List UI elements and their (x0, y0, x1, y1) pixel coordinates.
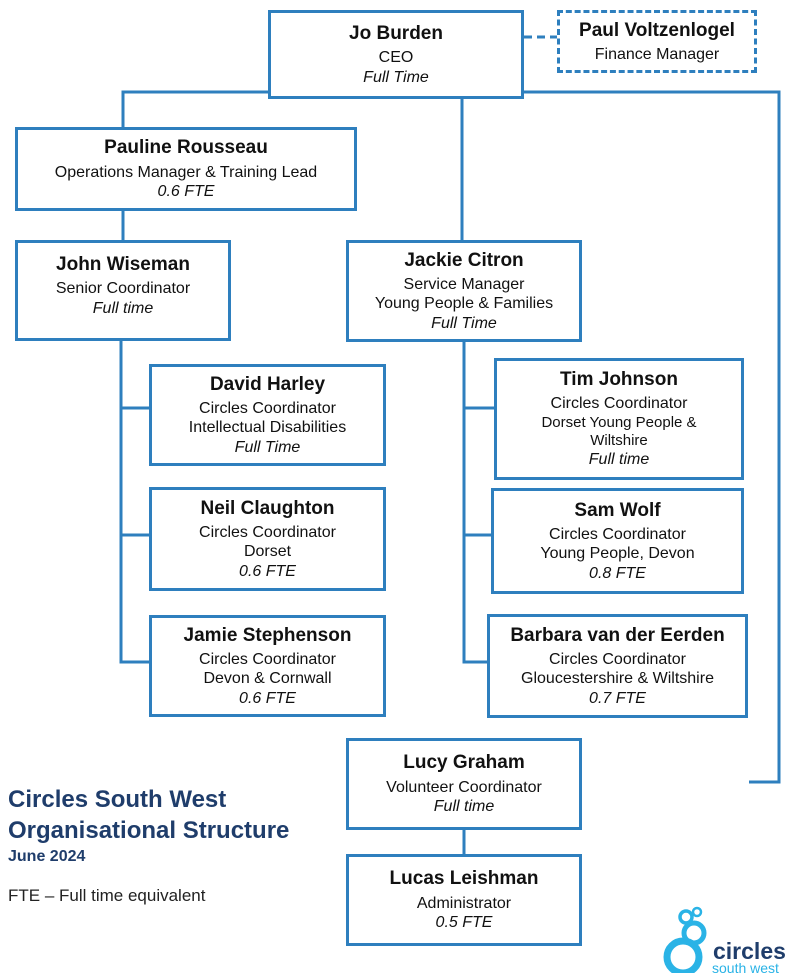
box-paul-voltzenlogel: Paul Voltzenlogel Finance Manager (557, 10, 757, 73)
box-jo-burden: Jo Burden CEO Full Time (268, 10, 524, 99)
person-area: Intellectual Disabilities (188, 419, 347, 437)
circles-logo-icon (663, 906, 707, 973)
box-david-harley: David Harley Circles Coordinator Intelle… (149, 364, 386, 466)
person-name: Neil Claughton (200, 497, 335, 519)
box-lucas-leishman: Lucas Leishman Administrator 0.5 FTE (346, 854, 582, 946)
person-hours: Full Time (234, 438, 301, 456)
logo-tagline: south west (712, 960, 779, 976)
person-role: Finance Manager (594, 45, 720, 63)
person-area: Young People & Families (374, 295, 554, 313)
person-hours: Full time (588, 451, 650, 469)
person-role: Service Manager (403, 275, 525, 293)
person-hours: 0.6 FTE (239, 562, 296, 580)
person-role: CEO (378, 49, 414, 67)
box-jackie-citron: Jackie Citron Service Manager Young Peop… (346, 240, 582, 342)
box-neil-claughton: Neil Claughton Circles Coordinator Dorse… (149, 487, 386, 591)
person-name: Paul Voltzenlogel (579, 19, 735, 41)
box-tim-johnson: Tim Johnson Circles Coordinator Dorset Y… (494, 358, 744, 480)
person-name: Jamie Stephenson (183, 624, 352, 646)
caption-note: FTE – Full time equivalent (8, 886, 206, 906)
person-area: Dorset Young People & (541, 413, 697, 431)
person-role: Circles Coordinator (199, 399, 336, 417)
person-name: Jackie Citron (404, 249, 524, 271)
caption-date: June 2024 (8, 848, 86, 866)
person-name: David Harley (209, 373, 326, 395)
person-role: Circles Coordinator (549, 525, 686, 543)
person-role: Circles Coordinator (550, 395, 688, 413)
person-role: Senior Coordinator (55, 280, 191, 298)
person-role: Circles Coordinator (199, 650, 336, 668)
person-area: Devon & Cornwall (203, 670, 332, 688)
person-hours: 0.7 FTE (589, 689, 646, 707)
person-name: Jo Burden (349, 22, 443, 44)
person-role: Volunteer Coordinator (386, 778, 542, 796)
person-hours: Full Time (363, 68, 429, 86)
person-role: Administrator (416, 894, 512, 912)
box-pauline-rousseau: Pauline Rousseau Operations Manager & Tr… (15, 127, 357, 211)
person-name: Barbara van der Eerden (510, 624, 725, 646)
person-hours: Full time (433, 798, 495, 816)
person-hours: 0.6 FTE (239, 689, 296, 707)
box-barbara-van-der-eerden: Barbara van der Eerden Circles Coordinat… (487, 614, 748, 718)
person-hours: Full time (92, 299, 154, 317)
person-hours: 0.8 FTE (589, 564, 646, 582)
person-role: Operations Manager & Training Lead (54, 163, 318, 181)
person-area: Young People, Devon (540, 545, 695, 563)
person-role: Circles Coordinator (199, 523, 336, 541)
person-name: John Wiseman (56, 254, 190, 275)
person-hours: 0.5 FTE (435, 914, 493, 932)
box-john-wiseman: John Wiseman Senior Coordinator Full tim… (15, 240, 231, 341)
person-area: Gloucestershire & Wiltshire (521, 670, 714, 688)
person-hours: Full Time (431, 314, 497, 332)
person-area-cont: Wiltshire (590, 432, 648, 450)
person-area: Dorset (243, 543, 292, 561)
person-name: Lucy Graham (403, 752, 525, 774)
logo-wordmark: circles (713, 938, 786, 964)
caption-title-line2: Organisational Structure (8, 817, 290, 845)
chart-caption: Circles South West Organisational Struct… (8, 784, 289, 906)
caption-title-line1: Circles South West (8, 786, 227, 813)
person-name: Pauline Rousseau (104, 137, 268, 159)
box-sam-wolf: Sam Wolf Circles Coordinator Young Peopl… (491, 488, 744, 594)
person-name: Sam Wolf (574, 499, 661, 521)
box-jamie-stephenson: Jamie Stephenson Circles Coordinator Dev… (149, 615, 386, 717)
person-hours: 0.6 FTE (157, 183, 215, 201)
person-name: Lucas Leishman (389, 868, 539, 890)
person-role: Circles Coordinator (549, 650, 686, 668)
person-name: Tim Johnson (560, 369, 678, 391)
box-lucy-graham: Lucy Graham Volunteer Coordinator Full t… (346, 738, 582, 830)
